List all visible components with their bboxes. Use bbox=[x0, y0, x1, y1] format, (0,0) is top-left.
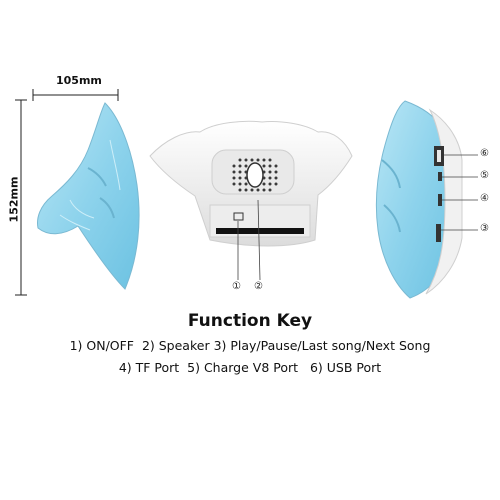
callout-6: ⑥ bbox=[480, 148, 489, 159]
callout-2: ② bbox=[254, 281, 263, 292]
function-key-line-2: 4) TF Port 5) Charge V8 Port 6) USB Port bbox=[118, 360, 382, 375]
bottom-slot bbox=[216, 228, 304, 234]
speaker-side-view bbox=[375, 100, 478, 299]
width-label: 105mm bbox=[56, 74, 102, 87]
callout-3: ③ bbox=[480, 223, 489, 234]
function-key-title: Function Key bbox=[187, 311, 313, 331]
width-dimension-line bbox=[32, 89, 119, 101]
product-front-view bbox=[15, 89, 478, 299]
height-dimension-line bbox=[15, 99, 27, 296]
callout-5: ⑤ bbox=[480, 170, 489, 181]
tf-port bbox=[438, 194, 442, 206]
callout-line-2 bbox=[257, 199, 261, 281]
speaker-back-view bbox=[149, 120, 353, 281]
callout-1: ① bbox=[232, 281, 241, 292]
power-switch-icon bbox=[233, 212, 244, 221]
height-label: 152mm bbox=[7, 176, 21, 223]
charge-port bbox=[438, 172, 442, 181]
play-button bbox=[436, 224, 441, 242]
function-key-line-1: 1) ON/OFF 2) Speaker 3) Play/Pause/Last … bbox=[69, 338, 431, 353]
callout-4: ④ bbox=[480, 193, 489, 204]
speaker-top-view bbox=[37, 102, 140, 290]
